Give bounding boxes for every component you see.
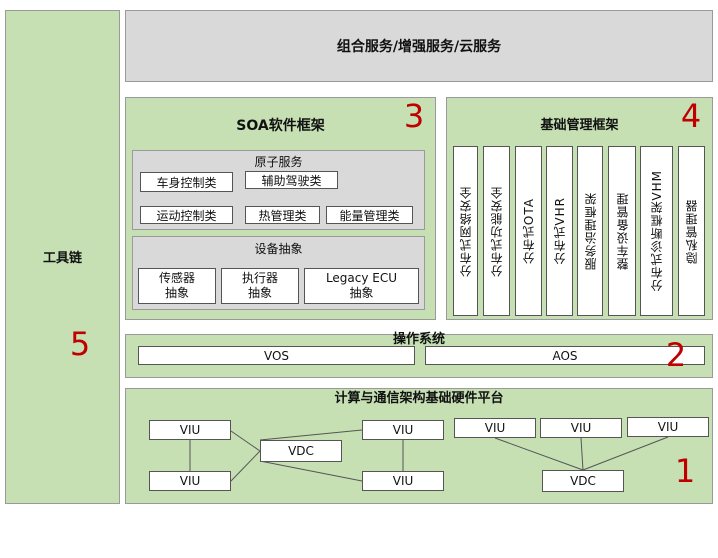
atomic-item-thermal: 热管理类: [245, 206, 320, 224]
device-item-actuator: 执行器 抽象: [221, 268, 299, 304]
hw-left-viu-top-right: VIU: [362, 420, 444, 440]
mgmt-item-vhr: 分布式VHR: [546, 146, 573, 316]
hw-left-viu-bottom-left: VIU: [149, 471, 231, 491]
os-title: 操作系统: [392, 331, 445, 347]
soa-title: SOA软件框架: [236, 118, 325, 134]
toolchain-panel: [5, 10, 120, 504]
atomic-item-energy: 能量管理类: [326, 206, 413, 224]
hardware-number: 1: [674, 452, 696, 490]
top-services-bar: 组合服务/增强服务/云服务: [125, 10, 713, 82]
hw-left-vdc: VDC: [260, 440, 342, 462]
mgmt-item-functional-safety: 分布式功能安全: [483, 146, 510, 316]
device-item-sensor: 传感器 抽象: [138, 268, 216, 304]
atomic-item-body: 车身控制类: [140, 172, 233, 192]
mgmt-item-service-governance: 服务治理框架: [577, 146, 603, 316]
mgmt-item-network-security: 分布式网络安全: [453, 146, 478, 316]
os-number: 2: [665, 336, 687, 374]
hw-right-vdc: VDC: [542, 470, 624, 492]
atomic-item-motion: 运动控制类: [140, 206, 233, 224]
os-item-aos: AOS: [425, 346, 705, 365]
hardware-title: 计算与通信架构基础硬件平台: [334, 390, 504, 406]
hw-right-viu-1: VIU: [454, 418, 536, 438]
atomic-services-title: 原子服务: [254, 154, 303, 169]
toolchain-label: 工具链: [42, 250, 82, 266]
atomic-item-adas: 辅助驾驶类: [245, 171, 338, 189]
soa-number: 3: [403, 97, 425, 135]
hw-right-viu-3: VIU: [627, 417, 709, 437]
mgmt-item-vehicle-device: 整车设备管理: [608, 146, 636, 316]
os-item-vos: VOS: [138, 346, 415, 365]
device-abstraction-title: 设备抽象: [254, 241, 303, 256]
mgmt-item-privacy: 隐私管理器: [678, 146, 705, 316]
mgmt-item-ota: 分布式OTA: [515, 146, 542, 316]
hw-right-viu-2: VIU: [540, 418, 622, 438]
toolchain-number: 5: [69, 325, 91, 363]
mgmt-item-diagnosis-vhm: 分布式诊断框架VHM: [640, 146, 673, 316]
basic-mgmt-title: 基础管理框架: [540, 117, 619, 133]
hw-left-viu-bottom-right: VIU: [362, 471, 444, 491]
basic-mgmt-number: 4: [680, 97, 702, 135]
device-item-legacy-ecu: Legacy ECU 抽象: [304, 268, 419, 304]
hw-left-viu-top-left: VIU: [149, 420, 231, 440]
